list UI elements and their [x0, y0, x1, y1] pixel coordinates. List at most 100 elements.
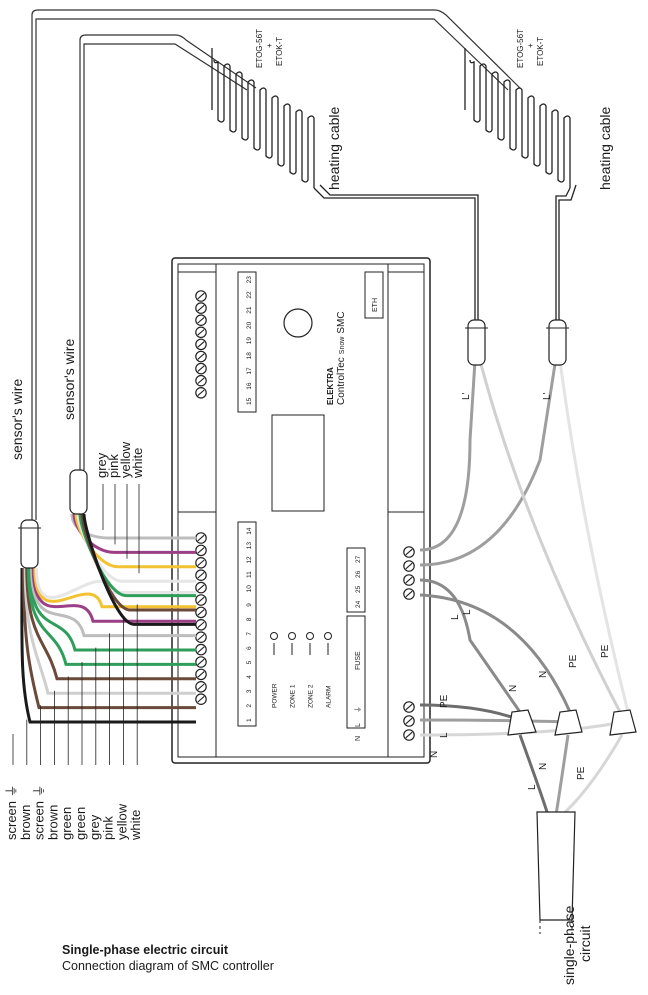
element-label: + [265, 43, 274, 48]
sensor-wire-text: sensor's wire [9, 379, 25, 460]
element-label: ETOG-56T [516, 29, 525, 68]
sensor-cores-top [70, 513, 196, 626]
power-terminal-letters: NL⏚ [354, 706, 362, 741]
wire-color-label: pink [101, 816, 116, 840]
svg-text:FUSE: FUSE [355, 651, 362, 670]
sensor-core [82, 513, 196, 626]
sensor-cores-left [20, 567, 196, 724]
supply-cable [536, 811, 576, 934]
terminal-number: 15 [246, 397, 253, 405]
sensor-core [31, 567, 196, 623]
sensor-wire-label-2: sensor's wire [61, 339, 77, 420]
terminal-number: 16 [246, 382, 253, 390]
power-wiring [419, 344, 630, 817]
svg-text:L': L' [542, 392, 553, 400]
power-terminal-letter: N [355, 736, 362, 741]
product-name: ControlTecSnowSMC [336, 311, 347, 405]
sensor-core [26, 567, 196, 666]
heating-cable-1 [211, 48, 479, 320]
status-led [306, 632, 314, 640]
svg-text:N: N [538, 671, 549, 678]
element-label: + [526, 43, 535, 48]
sensor-wire-text: sensor's wire [61, 339, 77, 420]
terminal-number: 10 [246, 585, 253, 593]
fuse-label: FUSE [355, 651, 362, 670]
caption-title: Single-phase electric circuit [62, 943, 229, 957]
sensor-core [33, 567, 196, 609]
controller-housing [171, 257, 431, 764]
sensor-sleeve-left [18, 519, 41, 569]
terminal-number: 5 [246, 660, 253, 664]
svg-text:L: L [462, 609, 473, 615]
terminal-block-top [195, 290, 207, 399]
wire-color-label: brown [45, 805, 60, 840]
wire-color-label: screen ⏚ [32, 784, 47, 840]
sensor-core [28, 567, 196, 652]
status-led [270, 632, 278, 640]
sensor-core [20, 567, 196, 724]
wire-color-label: yellow [114, 803, 129, 840]
status-led [288, 632, 296, 640]
status-led [324, 632, 332, 640]
wire-color-label: white [128, 810, 143, 841]
element-label-1: ETOG-56T + ETOK-T [255, 29, 284, 68]
terminal-number: 18 [246, 352, 253, 360]
svg-text:single-phase: single-phase [561, 905, 577, 985]
element-label: ETOK-T [275, 37, 284, 66]
wire-color-label: brown [18, 805, 33, 840]
terminal-number: 1 [246, 718, 253, 722]
brand-name: ELEKTRA [326, 367, 335, 405]
wire-color-label: white [130, 448, 145, 479]
terminal-number: 26 [355, 570, 362, 578]
heating-sleeve-2 [546, 319, 569, 366]
wire-color-label: green [73, 807, 88, 840]
element-label: ETOG-56T [255, 29, 264, 68]
wire-color-label: grey [94, 452, 109, 478]
element-label-2: ETOG-56T + ETOK-T [516, 29, 545, 68]
led-label: ZONE 2 [308, 684, 315, 708]
wire-nuts [507, 709, 637, 736]
terminal-number: 11 [246, 571, 253, 578]
heating-cable-2 [464, 48, 577, 320]
terminal-number: 13 [246, 542, 253, 550]
led-label: ZONE 1 [290, 684, 297, 708]
terminal-number: 17 [246, 367, 253, 375]
svg-text:L: L [439, 732, 450, 738]
svg-text:PE: PE [600, 644, 611, 658]
terminal-number: 24 [355, 600, 362, 608]
wire-color-label: green [59, 807, 74, 840]
terminal-number: 12 [246, 556, 253, 564]
terminal-number: 4 [246, 675, 253, 679]
terminal-number: 19 [246, 337, 253, 345]
terminal-number: 25 [355, 585, 362, 593]
conductor-labels: L' L' L L N N PE PE PE N L L N PE [429, 392, 611, 790]
wire-color-label: pink [106, 454, 121, 478]
caption: Single-phase electric circuit Connection… [62, 942, 462, 974]
terminal-number: 8 [246, 617, 253, 621]
caption-subtitle: Connection diagram of SMC controller [62, 959, 274, 973]
terminal-block-right [403, 546, 415, 600]
wire-color-label: screen ⏚ [4, 784, 19, 840]
svg-text:L': L' [461, 392, 472, 400]
sensor-core [25, 567, 196, 681]
sensor-core [22, 567, 196, 710]
controller-model: ControlTecSnowSMC [336, 311, 347, 405]
svg-text:L: L [527, 784, 538, 790]
eth-label: ETH [372, 298, 379, 312]
element-label: ETOK-T [536, 37, 545, 66]
terminal-block-power [403, 701, 415, 741]
sensor-wire-label-1: sensor's wire [9, 379, 25, 460]
terminal-number: 20 [246, 321, 253, 329]
terminal-numbers: 1516171819202122231234567891011121314242… [246, 276, 362, 722]
svg-text:L: L [450, 614, 461, 620]
svg-text:N: N [429, 751, 440, 758]
supply-label: single-phase circuit [561, 905, 593, 985]
svg-text:ETH: ETH [372, 298, 379, 312]
heating-cable-label-2: heating cable [597, 106, 613, 190]
terminal-number: 23 [246, 276, 253, 284]
terminal-number: 14 [246, 527, 253, 535]
